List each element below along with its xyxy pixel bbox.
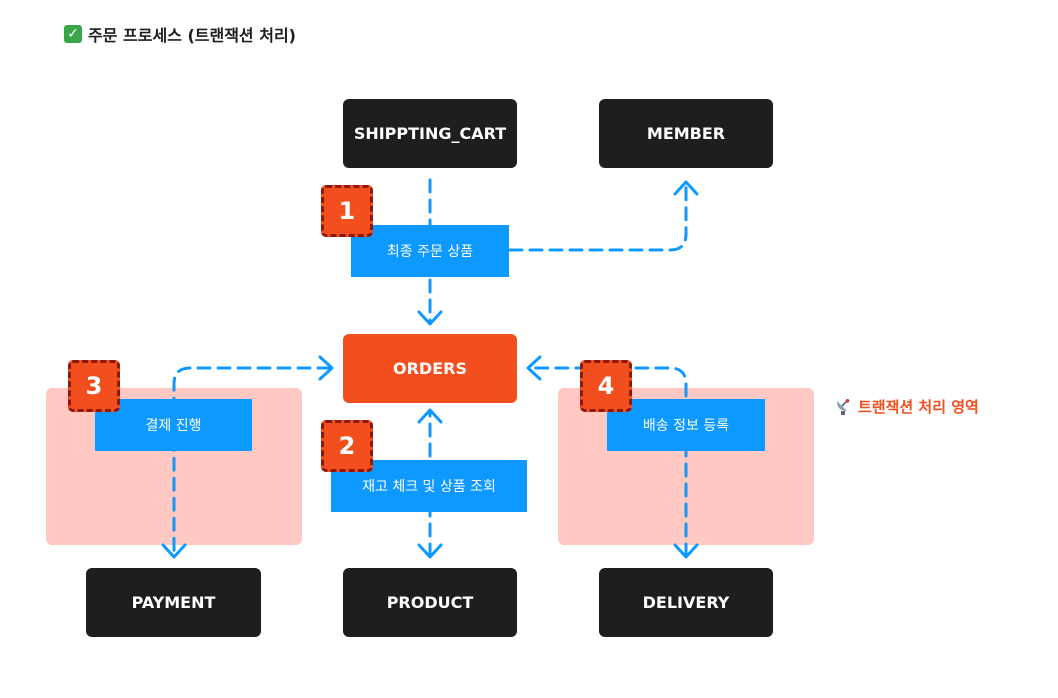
entity-payment: PAYMENT	[86, 568, 261, 637]
entity-orders-label: ORDERS	[393, 359, 467, 378]
entity-product-label: PRODUCT	[386, 593, 474, 612]
entity-member-label: MEMBER	[646, 124, 726, 143]
satellite-antenna-icon	[837, 398, 850, 415]
connector-orders-to-payment	[172, 366, 332, 558]
entity-delivery-label: DELIVERY	[642, 593, 730, 612]
arrowhead-orders-right	[526, 355, 542, 381]
arrowhead-orders-top	[417, 310, 443, 326]
transaction-legend-label: 트랜잭션 처리 영역	[858, 398, 979, 416]
check-mark-icon: ✓	[64, 25, 82, 43]
arrowhead-delivery	[673, 543, 699, 559]
step-badge-2-number: 2	[338, 432, 356, 460]
step-badge-3-number: 3	[85, 372, 103, 400]
arrowhead-orders-left	[318, 355, 334, 381]
entity-orders: ORDERS	[343, 334, 517, 403]
entity-member: MEMBER	[599, 99, 773, 168]
arrowhead-product	[417, 543, 443, 559]
step-payment: 결제 진행	[95, 399, 252, 451]
transaction-legend: 트랜잭션 처리 영역	[834, 396, 979, 417]
page-title-text: 주문 프로세스 (트랜잭션 처리)	[88, 26, 296, 45]
step-badge-2: 2	[321, 420, 373, 472]
connector-step-to-member	[508, 182, 688, 252]
step-badge-3: 3	[68, 360, 120, 412]
step-stock-check: 재고 체크 및 상품 조회	[331, 460, 527, 512]
entity-product: PRODUCT	[343, 568, 517, 637]
entity-delivery: DELIVERY	[599, 568, 773, 637]
entity-payment-label: PAYMENT	[131, 593, 216, 612]
entity-shipping-cart: SHIPPTING_CART	[343, 99, 517, 168]
step-delivery-info: 배송 정보 등록	[607, 399, 765, 451]
arrowhead-member	[673, 180, 699, 196]
step-payment-label: 결제 진행	[145, 418, 202, 434]
step-badge-4: 4	[580, 360, 632, 412]
step-final-order-items: 최종 주문 상품	[351, 225, 509, 277]
step-badge-1-number: 1	[338, 197, 356, 225]
arrowhead-payment	[161, 543, 187, 559]
entity-shipping-cart-label: SHIPPTING_CART	[353, 124, 507, 143]
step-stock-check-label: 재고 체크 및 상품 조회	[362, 479, 496, 495]
step-badge-4-number: 4	[597, 372, 615, 400]
arrowhead-orders-bottom	[417, 408, 443, 424]
step-badge-1: 1	[321, 185, 373, 237]
connector-delivery-to-orders	[528, 366, 688, 558]
step-final-order-items-label: 최종 주문 상품	[386, 244, 474, 260]
page-title: ✓ 주문 프로세스 (트랜잭션 처리)	[64, 22, 296, 46]
step-delivery-info-label: 배송 정보 등록	[642, 418, 730, 434]
